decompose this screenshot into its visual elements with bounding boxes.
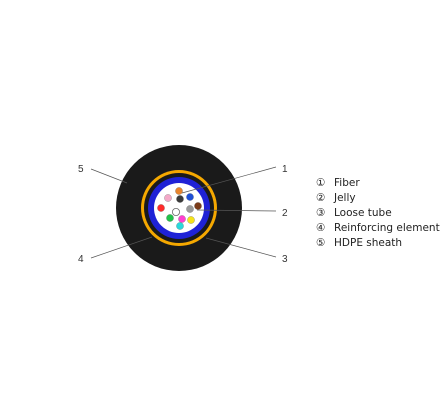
- legend-item-jelly: ② Jelly: [316, 192, 356, 204]
- fiber: [176, 195, 184, 203]
- callout-5: 5: [78, 164, 84, 175]
- legend-item-fiber: ① Fiber: [316, 177, 360, 189]
- leader-lines: [90, 166, 277, 259]
- legend-symbol: ⑤: [316, 237, 325, 249]
- leader-line-5: [90, 168, 128, 184]
- legend-symbol: ④: [316, 222, 325, 234]
- fiber: [186, 205, 194, 213]
- fiber-group: [157, 187, 202, 230]
- callout-1: 1: [282, 164, 288, 175]
- fiber: [157, 204, 165, 212]
- callout-2: 2: [282, 208, 288, 219]
- cable-cross-section: [116, 145, 242, 271]
- legend-label: Loose tube: [334, 207, 392, 219]
- legend-label: Reinforcing element: [334, 222, 440, 234]
- fiber: [175, 187, 183, 195]
- leader-line-4: [90, 236, 153, 259]
- callout-numbers: 1 2 3 4 5: [78, 164, 288, 265]
- legend: ① Fiber ② Jelly ③ Loose tube ④ Reinforci…: [316, 177, 440, 249]
- callout-3: 3: [282, 254, 288, 265]
- legend-item-hdpe-sheath: ⑤ HDPE sheath: [316, 237, 402, 249]
- leader-line-2: [196, 209, 277, 212]
- fiber: [166, 214, 174, 222]
- legend-symbol: ③: [316, 207, 325, 219]
- leader-line-3: [205, 237, 277, 258]
- fiber: [187, 216, 195, 224]
- fiber: [178, 215, 186, 223]
- legend-label: Jelly: [333, 192, 356, 204]
- legend-label: HDPE sheath: [334, 237, 402, 249]
- fiber: [164, 194, 172, 202]
- fiber: [194, 202, 202, 210]
- legend-label: Fiber: [334, 177, 360, 189]
- fiber: [171, 207, 180, 216]
- fiber: [186, 193, 194, 201]
- legend-item-loose-tube: ③ Loose tube: [316, 207, 392, 219]
- callout-4: 4: [78, 254, 84, 265]
- legend-item-reinforcing-element: ④ Reinforcing element: [316, 222, 440, 234]
- legend-symbol: ①: [316, 177, 325, 189]
- legend-symbol: ②: [316, 192, 325, 204]
- leader-line-1: [181, 166, 277, 194]
- fiber: [176, 222, 184, 230]
